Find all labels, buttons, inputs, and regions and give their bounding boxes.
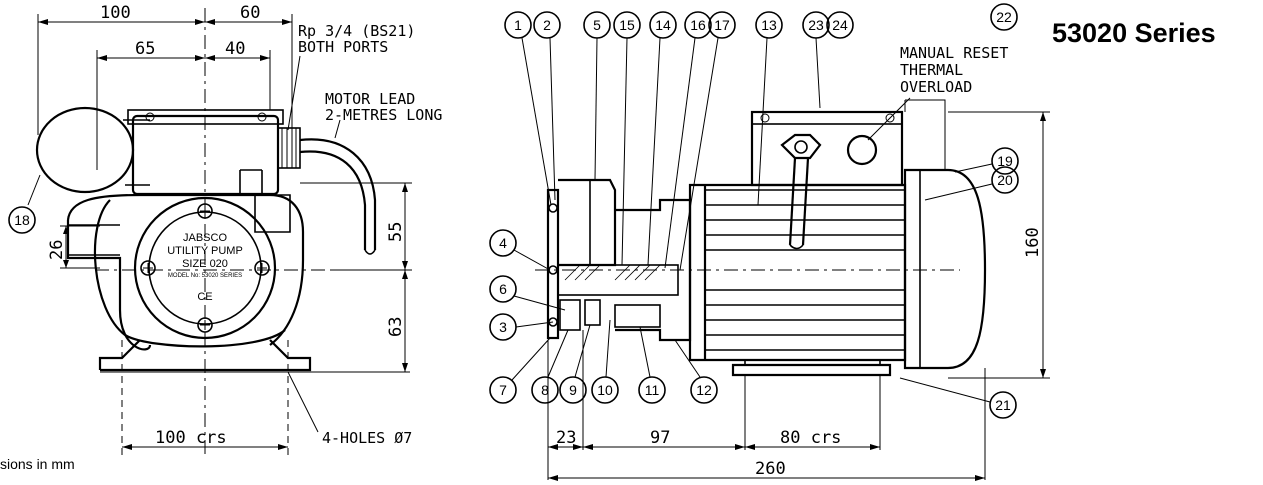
note-ports-line2: BOTH PORTS xyxy=(298,38,388,56)
balloon-7: 7 xyxy=(489,337,551,404)
note-motor-lead-line2: 2-METRES LONG xyxy=(325,106,442,124)
balloon-16: 16 xyxy=(664,11,712,269)
balloon-6: 6 xyxy=(489,275,566,311)
dim-100-top: 100 xyxy=(100,3,131,23)
balloon-13: 13 xyxy=(755,11,783,206)
svg-text:20: 20 xyxy=(997,172,1013,188)
balloon-24: 24 xyxy=(826,11,854,39)
balloon-14: 14 xyxy=(647,11,677,266)
svg-text:11: 11 xyxy=(645,382,660,398)
balloon-20: 20 xyxy=(924,166,1019,201)
balloon-11: 11 xyxy=(638,326,666,404)
balloon-17: 17 xyxy=(679,11,736,271)
balloon-2: 2 xyxy=(533,11,561,201)
balloon-8: 8 xyxy=(531,329,569,404)
svg-text:19: 19 xyxy=(997,153,1013,169)
balloon-18: 18 xyxy=(8,174,41,234)
balloon-12: 12 xyxy=(674,339,718,404)
svg-text:2: 2 xyxy=(543,17,551,33)
svg-text:23: 23 xyxy=(808,17,824,33)
svg-text:14: 14 xyxy=(655,17,671,33)
svg-text:5: 5 xyxy=(593,17,601,33)
svg-text:12: 12 xyxy=(696,382,712,398)
plate-model: MODEL No: 53020 SERIES xyxy=(168,273,242,279)
plate-size: SIZE 020 xyxy=(182,258,228,270)
dim-top-100-60: 100 60 xyxy=(37,3,293,135)
svg-text:22: 22 xyxy=(996,9,1012,25)
balloon-15: 15 xyxy=(613,11,641,266)
balloon-23: 23 xyxy=(802,11,830,109)
side-view: 23 97 80 crs 260 160 MANUAL RESET THERMA… xyxy=(489,3,1050,481)
svg-text:10: 10 xyxy=(597,382,613,398)
svg-text:18: 18 xyxy=(14,212,30,228)
svg-text:8: 8 xyxy=(541,382,549,398)
svg-text:15: 15 xyxy=(619,17,635,33)
balloon-9: 9 xyxy=(559,324,591,404)
svg-text:13: 13 xyxy=(761,17,777,33)
dim-60: 60 xyxy=(240,3,260,23)
dim-55: 55 xyxy=(386,222,406,242)
svg-text:21: 21 xyxy=(995,397,1011,413)
plate-ce-mark: CE xyxy=(197,291,212,303)
dim-23: 23 xyxy=(556,428,576,448)
svg-text:6: 6 xyxy=(499,281,507,297)
dim-65-40: 65 40 xyxy=(96,39,271,170)
note-mounting-holes: 4-HOLES Ø7 xyxy=(322,429,412,447)
svg-text:1: 1 xyxy=(514,17,522,33)
plate-utility-pump: UTILITY PUMP xyxy=(167,245,243,257)
dim-80-crs: 80 crs xyxy=(780,428,841,448)
units-footnote: sions in mm xyxy=(0,456,75,472)
dim-260: 260 xyxy=(755,459,786,479)
balloon-22: 22 xyxy=(990,3,1018,31)
dim-160: 160 xyxy=(1023,227,1043,258)
svg-text:4: 4 xyxy=(499,235,507,251)
note-reset-line1: MANUAL RESET xyxy=(900,44,1008,62)
svg-text:17: 17 xyxy=(714,17,730,33)
dim-63: 63 xyxy=(386,317,406,337)
page-title: 53020 Series xyxy=(1052,18,1216,48)
dim-26: 26 xyxy=(47,240,67,260)
svg-text:3: 3 xyxy=(499,319,507,335)
dim-40: 40 xyxy=(225,39,245,59)
svg-text:9: 9 xyxy=(569,382,577,398)
balloon-5: 5 xyxy=(583,11,611,181)
svg-text:7: 7 xyxy=(499,382,507,398)
note-reset-line3: OVERLOAD xyxy=(900,78,972,96)
dim-97: 97 xyxy=(650,428,670,448)
svg-text:24: 24 xyxy=(832,17,848,33)
dim-65: 65 xyxy=(135,39,155,59)
balloon-19: 19 xyxy=(954,147,1019,175)
balloon-10: 10 xyxy=(591,319,619,404)
balloon-3: 3 xyxy=(489,313,554,341)
dim-100-crs: 100 crs xyxy=(155,428,227,448)
balloon-4: 4 xyxy=(489,229,551,271)
note-ports-line1: Rp 3/4 (BS21) xyxy=(298,22,415,40)
note-reset-line2: THERMAL xyxy=(900,61,963,79)
balloon-1: 1 xyxy=(504,11,552,206)
svg-text:16: 16 xyxy=(690,17,706,33)
balloon-21: 21 xyxy=(899,377,1017,419)
front-view: 100 60 65 40 xyxy=(8,3,442,455)
note-motor-lead-line1: MOTOR LEAD xyxy=(325,90,415,108)
plate-jabsco: JABSCO xyxy=(183,232,227,244)
